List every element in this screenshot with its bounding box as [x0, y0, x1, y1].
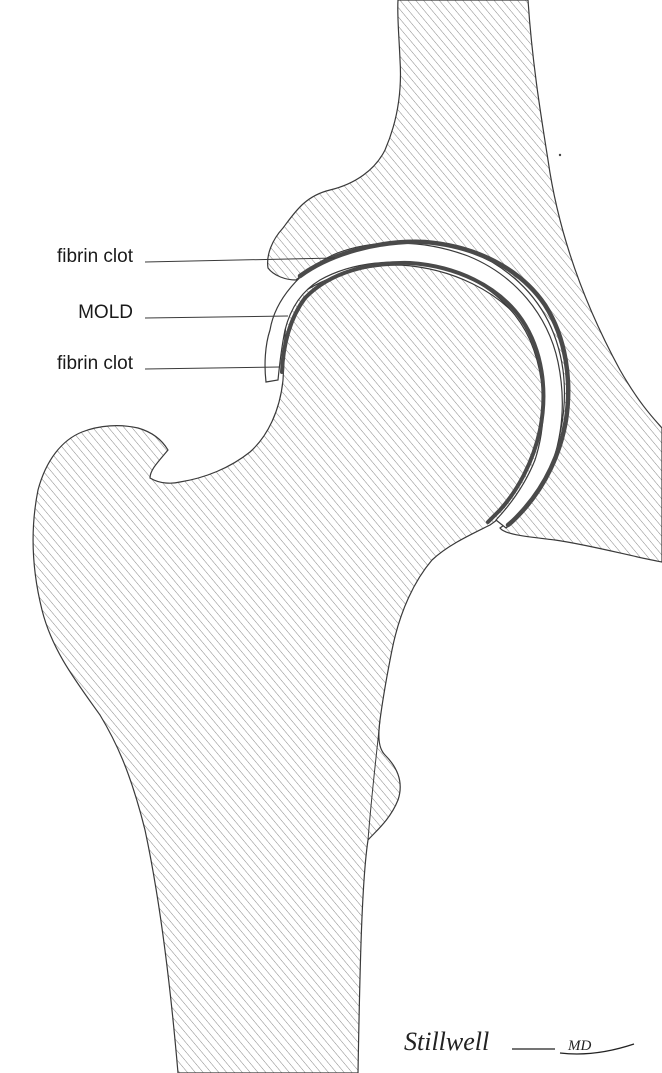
signature-name: Stillwell [404, 1027, 489, 1056]
femur-bone [33, 265, 547, 1073]
leader-line-mold [145, 316, 288, 318]
label-fibrin-clot-upper: fibrin clot [57, 246, 134, 267]
stray-dot [559, 154, 561, 156]
signature-md: MD [567, 1038, 591, 1054]
label-fibrin-clot-lower: fibrin clot [57, 353, 134, 374]
label-mold: MOLD [78, 302, 133, 323]
leader-line-fibrin-clot-lower [145, 367, 280, 369]
